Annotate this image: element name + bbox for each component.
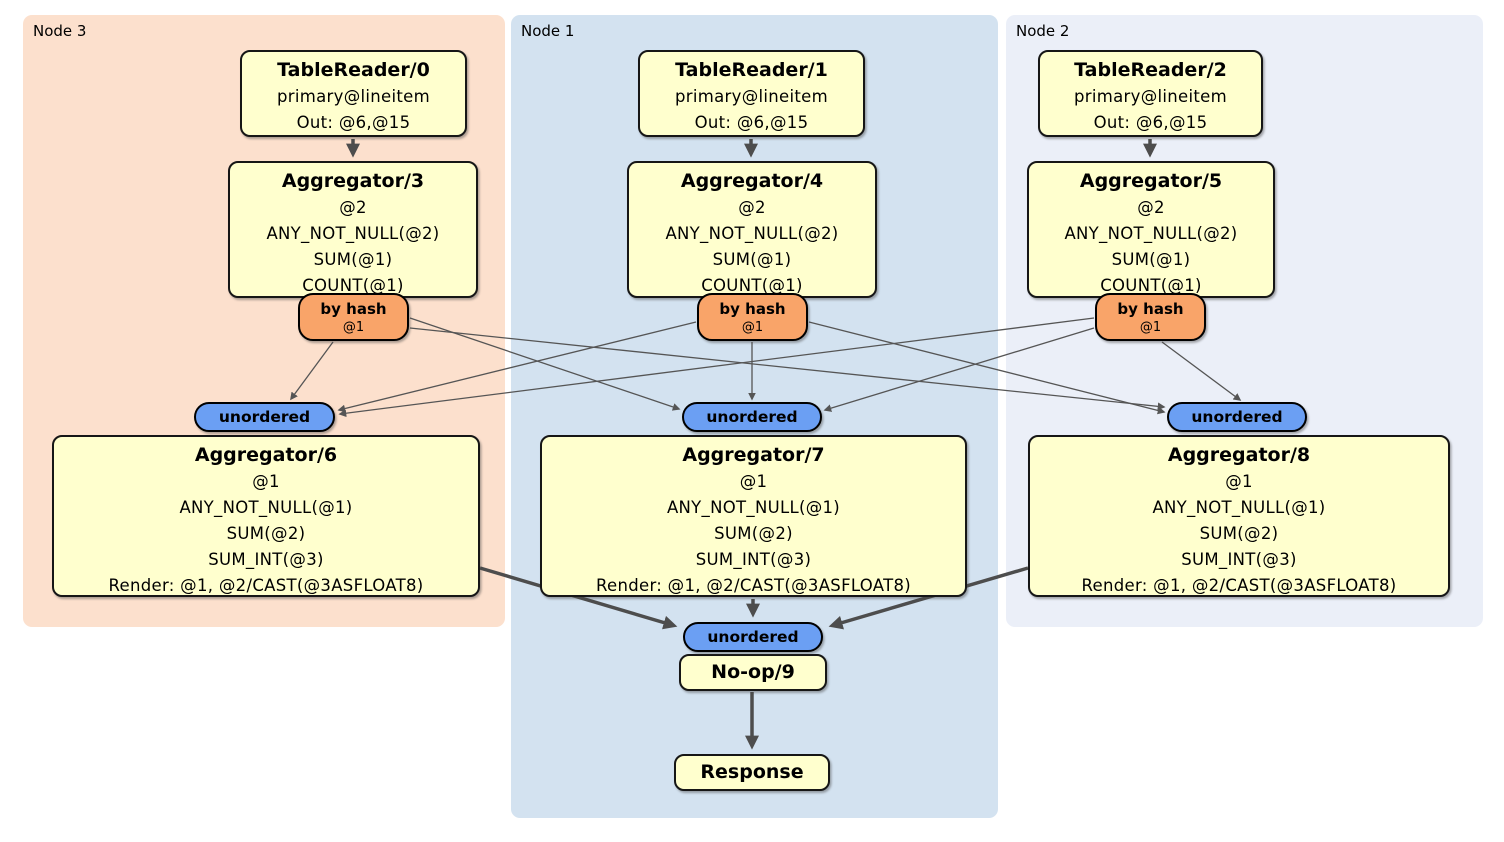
- processor-noop-9: No-op/9: [679, 654, 827, 691]
- processor-detail: SUM_INT(@3): [695, 550, 812, 569]
- processor-detail: SUM_INT(@3): [208, 550, 324, 569]
- processor-response: Response: [674, 754, 830, 791]
- processor-detail: COUNT(@1): [1100, 276, 1202, 295]
- router-label: by hash: [1117, 300, 1184, 318]
- processor-detail: primary@lineitem: [1074, 87, 1227, 106]
- processor-title: Aggregator/8: [1167, 444, 1311, 466]
- processor-detail: SUM(@1): [1111, 250, 1191, 269]
- processor-detail: @2: [339, 198, 367, 217]
- processor-detail: ANY_NOT_NULL(@1): [666, 498, 841, 517]
- processor-detail: ANY_NOT_NULL(@1): [179, 498, 353, 517]
- processor-aggregator-5: Aggregator/5 @2 ANY_NOT_NULL(@2) SUM(@1)…: [1027, 161, 1275, 298]
- router-key: @1: [1139, 320, 1162, 335]
- processor-detail: primary@lineitem: [277, 87, 430, 106]
- processor-detail: @1: [739, 472, 768, 491]
- router-key: @1: [342, 320, 365, 335]
- processor-detail: @1: [252, 472, 280, 491]
- edge-hash3-unordered2: [409, 327, 1166, 411]
- processor-aggregator-4: Aggregator/4 @2 ANY_NOT_NULL(@2) SUM(@1)…: [627, 161, 877, 298]
- processor-detail: ANY_NOT_NULL(@2): [266, 224, 440, 243]
- sync-unordered-node3: unordered: [194, 402, 335, 432]
- processor-detail: Render: @1, @2/CAST(@3ASFLOAT8): [1081, 576, 1397, 595]
- processor-tablereader-2: TableReader/2 primary@lineitem Out: @6,@…: [1038, 50, 1263, 137]
- edge-hash1-unordered2: [808, 321, 1166, 415]
- router-by-hash-node3: by hash @1: [298, 293, 409, 341]
- edge-hash3-unordered3: [290, 341, 334, 401]
- edge-hash1-unordered3: [337, 321, 697, 413]
- router-by-hash-node1: by hash @1: [697, 293, 808, 341]
- processor-title: TableReader/0: [277, 59, 430, 81]
- processor-title: TableReader/2: [1074, 59, 1227, 81]
- processor-detail: @2: [738, 198, 766, 217]
- sync-unordered-node2: unordered: [1167, 402, 1307, 432]
- processor-detail: SUM(@1): [712, 250, 792, 269]
- processor-aggregator-7: Aggregator/7 @1 ANY_NOT_NULL(@1) SUM(@2)…: [540, 435, 967, 597]
- processor-title: No-op/9: [711, 661, 795, 683]
- processor-detail: COUNT(@1): [302, 276, 404, 295]
- processor-aggregator-8: Aggregator/8 @1 ANY_NOT_NULL(@1) SUM(@2)…: [1028, 435, 1450, 597]
- region-node-1-label: Node 1: [521, 22, 575, 40]
- processor-detail: SUM(@2): [1199, 524, 1279, 543]
- processor-detail: SUM(@2): [226, 524, 306, 543]
- processor-title: TableReader/1: [675, 59, 828, 81]
- sync-unordered-final: unordered: [683, 622, 823, 652]
- processor-title: Aggregator/3: [281, 170, 425, 192]
- processor-title: Aggregator/6: [194, 444, 338, 466]
- router-label: by hash: [719, 300, 786, 318]
- processor-detail: ANY_NOT_NULL(@2): [665, 224, 839, 243]
- processor-detail: SUM(@2): [714, 524, 793, 543]
- processor-detail: Out: @6,@15: [694, 113, 809, 132]
- processor-detail: Out: @6,@15: [1093, 113, 1208, 132]
- processor-detail: primary@lineitem: [675, 87, 828, 106]
- edge-hash2-unordered1: [823, 327, 1095, 412]
- region-node-2-label: Node 2: [1016, 22, 1070, 40]
- edge-hash2-unordered2: [1161, 341, 1242, 401]
- processor-aggregator-6: Aggregator/6 @1 ANY_NOT_NULL(@1) SUM(@2)…: [52, 435, 480, 597]
- edge-hash2-unordered3: [338, 317, 1095, 418]
- processor-detail: @1: [1225, 472, 1253, 491]
- router-key: @1: [741, 320, 764, 335]
- processor-title: Aggregator/7: [682, 444, 825, 466]
- processor-detail: ANY_NOT_NULL(@1): [1152, 498, 1326, 517]
- processor-detail: @2: [1137, 198, 1165, 217]
- router-by-hash-node2: by hash @1: [1095, 293, 1206, 341]
- processor-detail: Render: @1, @2/CAST(@3ASFLOAT8): [108, 576, 424, 595]
- router-label: by hash: [320, 300, 387, 318]
- processor-detail: Render: @1, @2/CAST(@3ASFLOAT8): [596, 576, 911, 595]
- processor-detail: SUM(@1): [313, 250, 393, 269]
- processor-tablereader-0: TableReader/0 primary@lineitem Out: @6,@…: [240, 50, 467, 137]
- processor-detail: Out: @6,@15: [296, 113, 411, 132]
- processor-detail: SUM_INT(@3): [1181, 550, 1297, 569]
- processor-tablereader-1: TableReader/1 primary@lineitem Out: @6,@…: [638, 50, 865, 137]
- processor-title: Response: [700, 761, 804, 783]
- sync-unordered-node1: unordered: [682, 402, 822, 432]
- processor-title: Aggregator/4: [680, 170, 824, 192]
- processor-detail: ANY_NOT_NULL(@2): [1064, 224, 1238, 243]
- processor-title: Aggregator/5: [1079, 170, 1223, 192]
- processor-detail: COUNT(@1): [701, 276, 803, 295]
- region-node-3-label: Node 3: [33, 22, 87, 40]
- processor-aggregator-3: Aggregator/3 @2 ANY_NOT_NULL(@2) SUM(@1)…: [228, 161, 478, 298]
